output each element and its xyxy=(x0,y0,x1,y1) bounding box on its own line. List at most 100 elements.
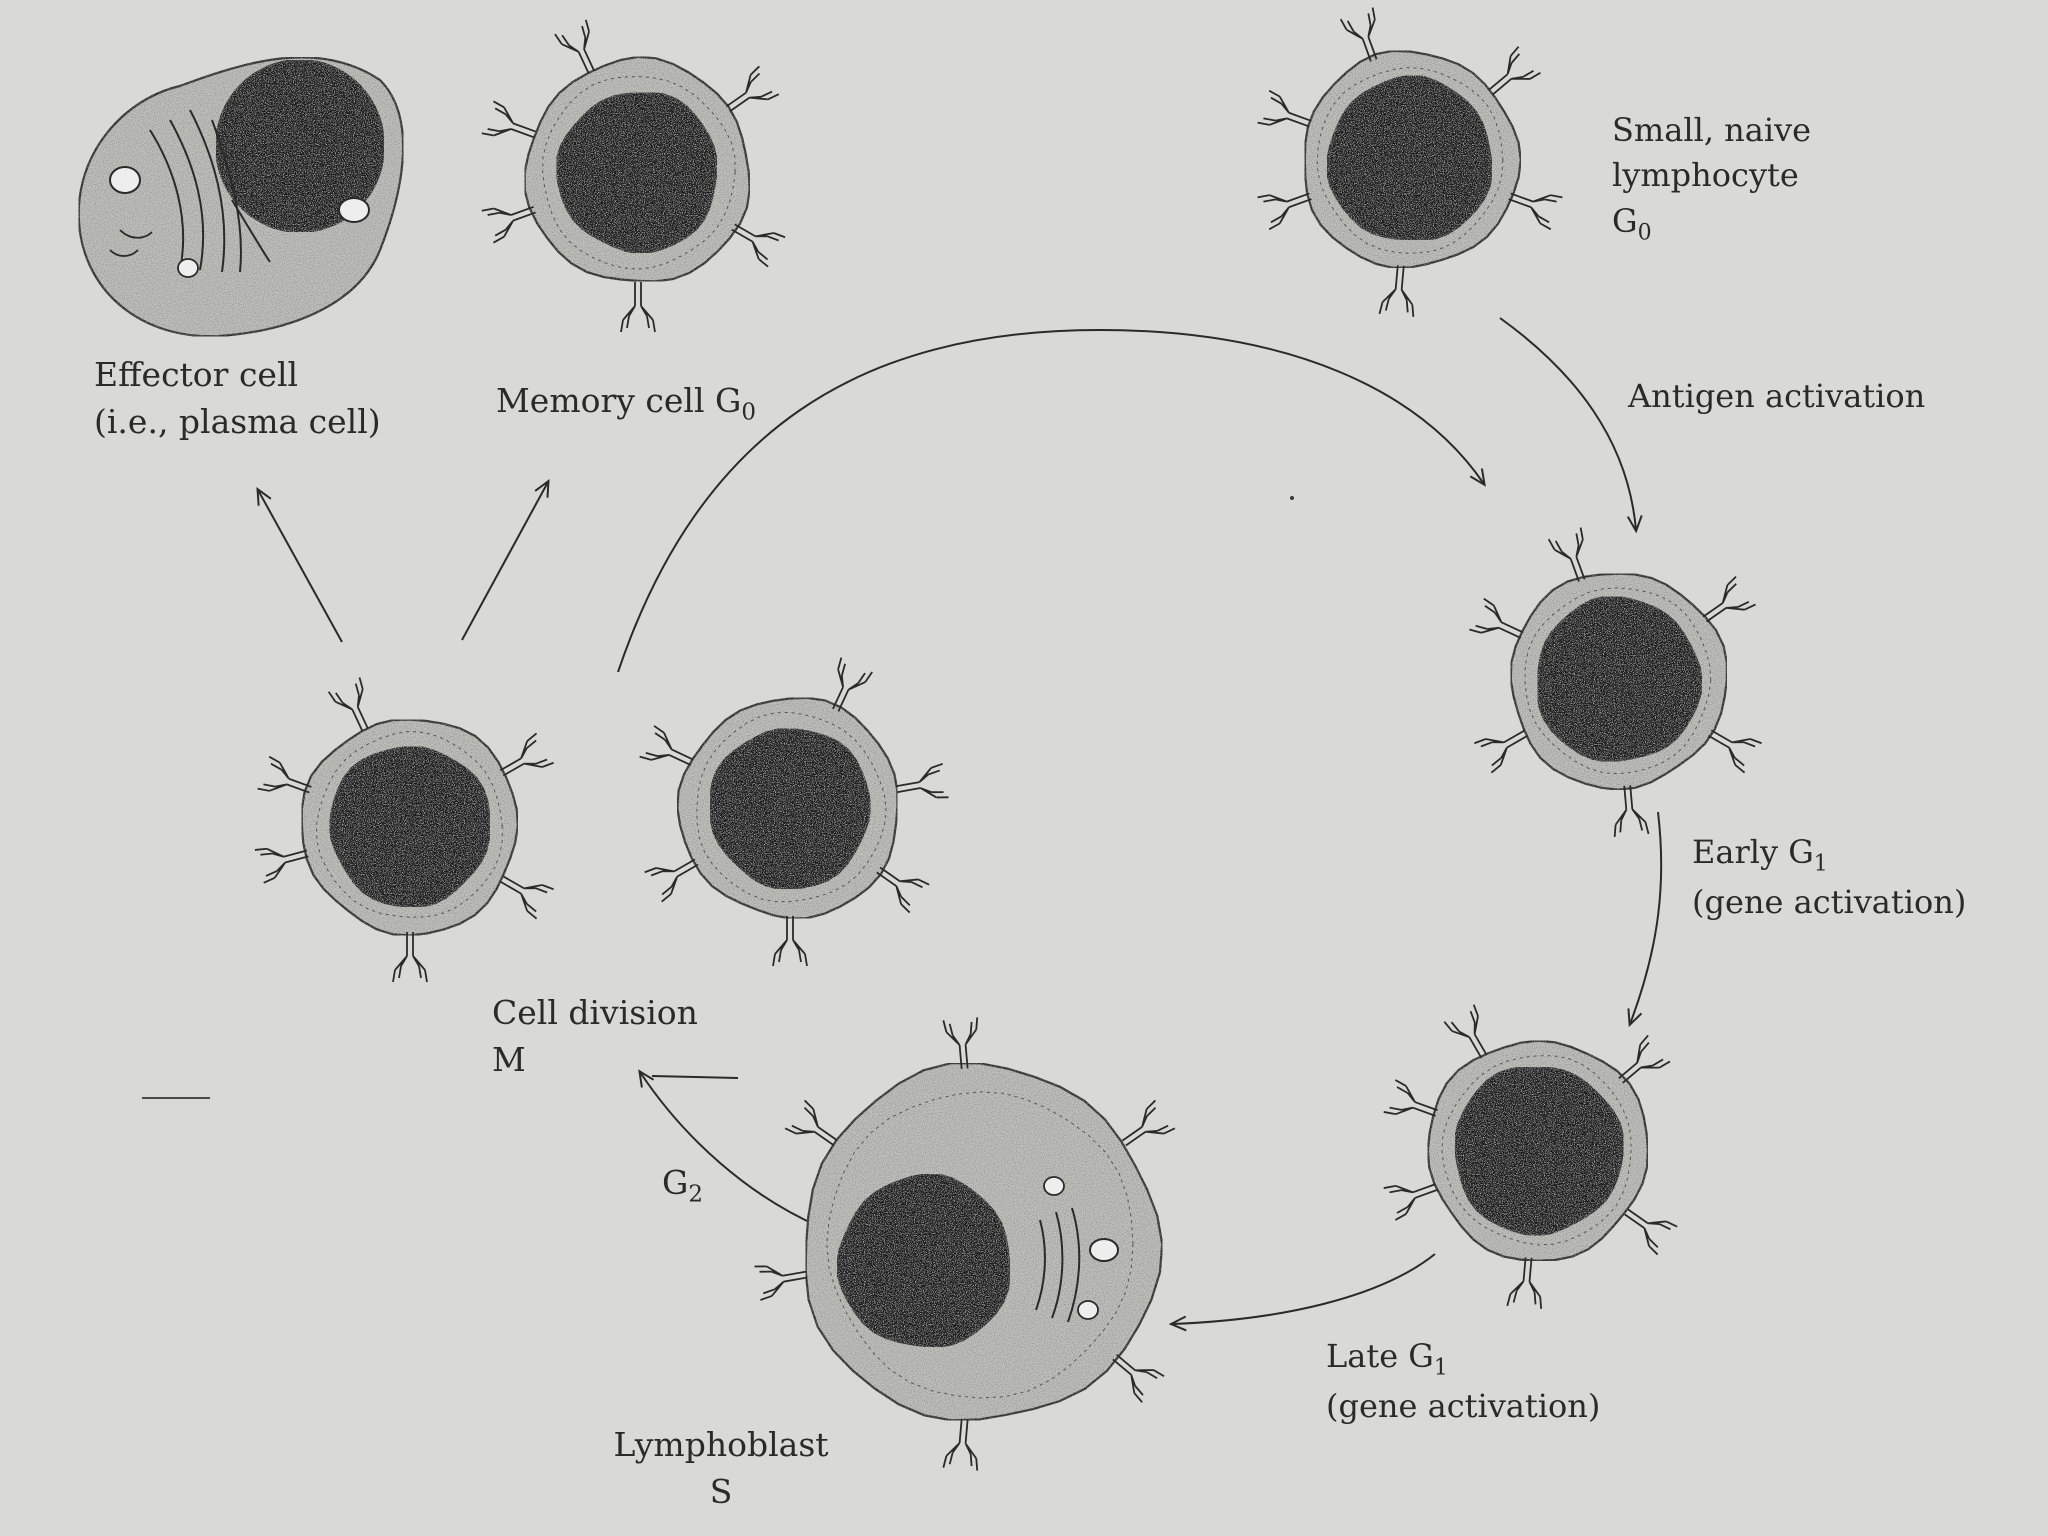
label-g2: G2 xyxy=(662,1160,703,1211)
naive-subscript: 0 xyxy=(1637,220,1652,246)
antibody-receptor-icon xyxy=(1378,265,1415,317)
antibody-receptor-icon xyxy=(1618,1034,1671,1084)
nucleus xyxy=(836,1173,1011,1348)
mitochondrion-icon xyxy=(1089,1238,1119,1262)
late-g1-cell xyxy=(1383,1004,1678,1309)
antibody-receptor-icon xyxy=(639,725,694,766)
antibody-receptor-icon xyxy=(481,100,536,139)
antibody-receptor-icon xyxy=(725,65,780,113)
label-naive-lymphocyte: Small, naive lymphocyte G0 xyxy=(1612,108,1811,249)
antibody-receptor-icon xyxy=(942,1418,979,1471)
antibody-receptor-icon xyxy=(327,677,369,732)
cells-layer xyxy=(77,7,1762,1471)
late-line-2: (gene activation) xyxy=(1326,1386,1601,1425)
nucleus xyxy=(328,745,491,908)
antibody-receptor-icon xyxy=(1508,192,1563,231)
antibody-receptor-icon xyxy=(481,205,536,244)
nucleus xyxy=(215,59,385,233)
vesicle-icon xyxy=(177,258,199,278)
antibody-receptor-icon xyxy=(1383,1079,1438,1117)
antibody-receptor-icon xyxy=(1121,1099,1176,1147)
label-antigen-activation: Antigen activation xyxy=(1628,374,1925,419)
early-g1-cell xyxy=(1469,527,1762,837)
lymphoblast-line-1: Lymphoblast xyxy=(613,1425,829,1464)
g2-subscript: 2 xyxy=(688,1181,704,1208)
antibody-receptor-icon xyxy=(392,932,428,983)
antibody-receptor-icon xyxy=(1488,46,1541,95)
vesicle-icon xyxy=(1043,1176,1065,1196)
label-early-g1: Early G1 (gene activation) xyxy=(1692,830,1966,925)
antibody-receptor-icon xyxy=(1613,785,1650,837)
arrow-to-memory xyxy=(461,479,550,641)
antibody-receptor-icon xyxy=(257,755,312,794)
antibody-receptor-icon xyxy=(772,916,808,967)
antibody-receptor-icon xyxy=(895,762,949,799)
nucleus xyxy=(555,91,718,255)
antibody-receptor-icon xyxy=(1624,1208,1678,1256)
arrow-naive-to-early xyxy=(1499,317,1643,534)
arrow-division-to-early xyxy=(617,328,1486,673)
arrow-division-tick xyxy=(651,1075,739,1079)
antibody-receptor-icon xyxy=(1506,1257,1543,1309)
label-memory-cell: Memory cell G0 xyxy=(496,378,756,429)
antibody-receptor-icon xyxy=(1469,597,1524,639)
daughter-cell-left xyxy=(254,677,554,983)
antibody-receptor-icon xyxy=(644,858,699,903)
antibody-receptor-icon xyxy=(620,282,656,333)
antibody-receptor-icon xyxy=(1257,89,1312,128)
arrow-lymphoblast-to-division xyxy=(638,1069,819,1227)
antibody-receptor-icon xyxy=(1707,729,1762,774)
naive-line-3: G xyxy=(1612,201,1638,240)
naive-lymphocyte-cell xyxy=(1257,7,1563,317)
antibody-receptor-icon xyxy=(1547,527,1586,582)
nucleus xyxy=(1536,595,1703,763)
label-late-g1: Late G1 (gene activation) xyxy=(1326,1334,1600,1429)
vesicle-icon xyxy=(1077,1300,1099,1320)
antibody-receptor-icon xyxy=(832,657,873,712)
naive-line-2: lymphocyte xyxy=(1612,156,1799,195)
division-line-2: M xyxy=(492,1039,526,1079)
antibody-receptor-icon xyxy=(499,732,554,777)
antigen-line-1: Antigen activation xyxy=(1628,377,1926,415)
effector-line-2: (i.e., plasma cell) xyxy=(94,401,381,441)
print-marks xyxy=(142,496,1294,1099)
arrow-early-to-late xyxy=(1627,811,1663,1028)
early-line-1: Early G xyxy=(1692,833,1814,871)
lymphoblast-cell xyxy=(754,1017,1176,1471)
effector-line-1: Effector cell xyxy=(94,355,299,394)
antibody-receptor-icon xyxy=(876,866,930,914)
label-cell-division: Cell division M xyxy=(492,990,698,1084)
antibody-receptor-icon xyxy=(1383,1183,1438,1221)
endoplasmic-reticulum-icon xyxy=(1035,1207,1081,1323)
late-line-1: Late G xyxy=(1326,1337,1434,1375)
memory-subscript: 0 xyxy=(741,399,756,426)
memory-cell xyxy=(481,19,786,333)
cycle-arrows xyxy=(256,317,1663,1332)
antibody-receptor-icon xyxy=(1112,1354,1165,1403)
label-lymphoblast: Lymphoblast S xyxy=(606,1422,836,1516)
antibody-receptor-icon xyxy=(1443,1004,1488,1059)
antibody-receptor-icon xyxy=(1339,7,1378,62)
g2-line-1: G xyxy=(662,1163,689,1202)
label-effector-cell: Effector cell (i.e., plasma cell) xyxy=(94,352,381,446)
nucleus xyxy=(709,727,872,890)
nucleus xyxy=(1325,74,1493,242)
antibody-receptor-icon xyxy=(784,1099,839,1147)
antibody-receptor-icon xyxy=(1702,575,1756,623)
antibody-receptor-icon xyxy=(1474,729,1529,774)
effector-plasma-cell xyxy=(77,56,405,338)
early-line-2: (gene activation) xyxy=(1692,882,1967,921)
arrow-to-effector xyxy=(256,487,343,643)
nucleus xyxy=(1454,1066,1625,1237)
antibody-receptor-icon xyxy=(1257,192,1312,231)
antibody-receptor-icon xyxy=(942,1017,979,1070)
division-line-1: Cell division xyxy=(492,993,698,1032)
arrow-late-to-lymphoblast xyxy=(1168,1253,1436,1332)
lymphoblast-line-2: S xyxy=(709,1471,733,1511)
naive-line-1: Small, naive xyxy=(1612,111,1812,149)
antibody-receptor-icon xyxy=(731,223,786,268)
mitochondrion-icon xyxy=(109,166,141,194)
mitochondrion-icon xyxy=(338,197,370,223)
early-subscript: 1 xyxy=(1813,851,1828,877)
late-subscript: 1 xyxy=(1433,1355,1448,1381)
